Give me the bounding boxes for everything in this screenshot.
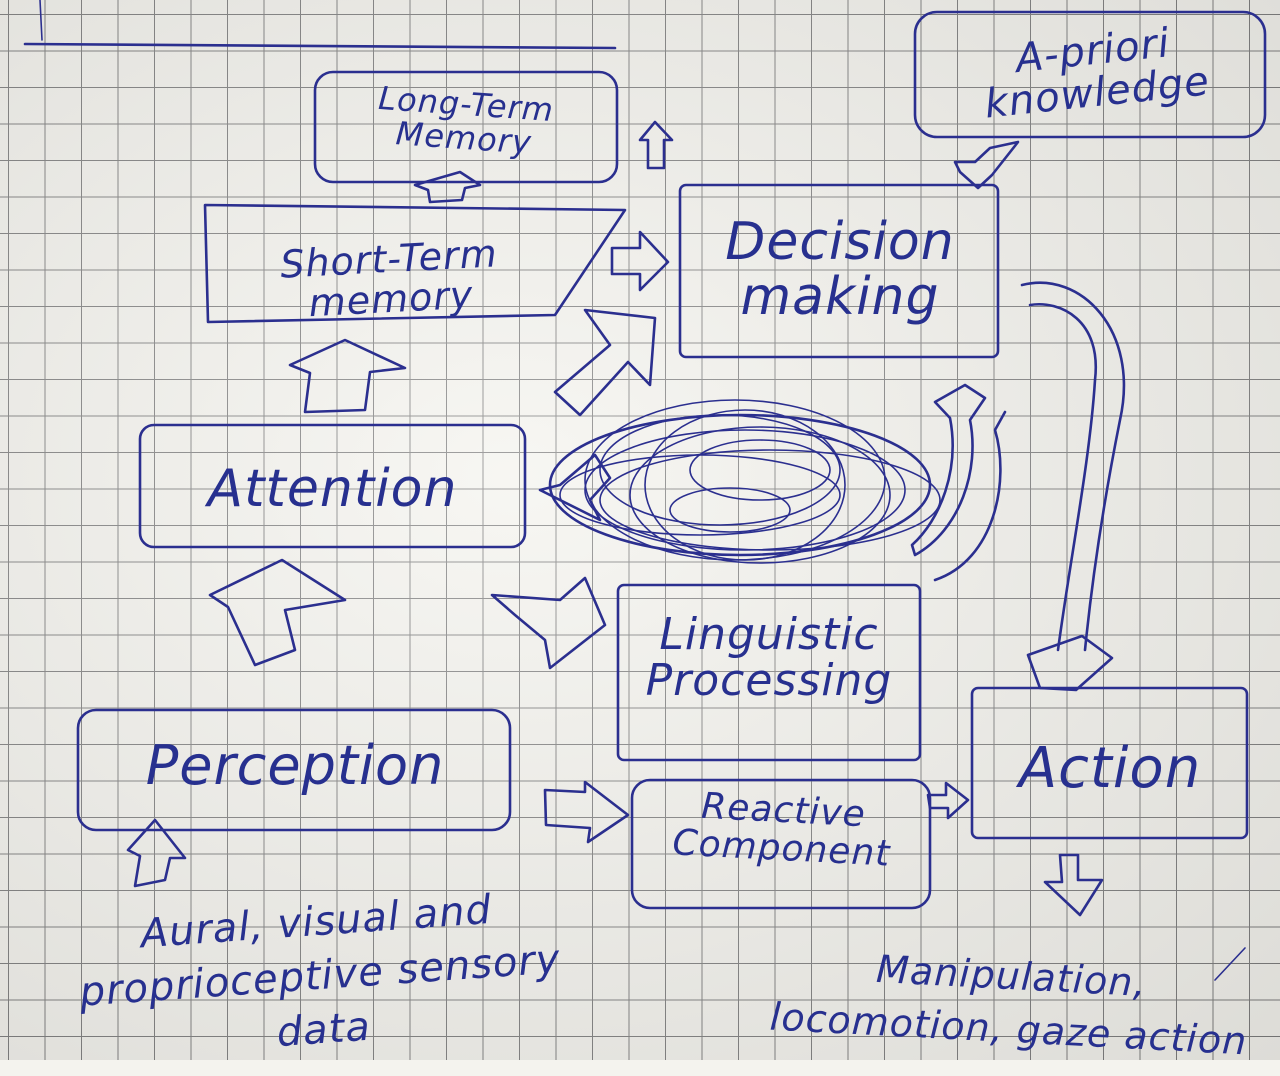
arrow-apriori-to-decision [953,140,1020,190]
top-rule-line [23,42,617,50]
action-label: Action [1018,736,1202,801]
linguistic-processing-label: Linguistic Processing [645,609,893,707]
short-term-memory-box [203,203,627,324]
arrow-attention-up-to-short-term [288,338,407,414]
arrow-to-linguistic [490,576,607,670]
long-term-memory-box [313,70,619,184]
reactive-component-label: Reactive Component [671,785,892,875]
perception-box [76,708,512,832]
arrow-perception-up-to-attention [208,558,347,667]
attention-label: Attention [207,459,458,519]
a-priori-knowledge-box [913,10,1267,139]
output-slash [1214,947,1246,981]
top-box-edge [39,0,43,41]
arrow-cloud-to-decision-curve [910,383,987,557]
decision-making-box [678,183,1000,359]
arrow-cloud-to-attention [538,453,612,522]
reactive-component-box [630,778,932,910]
decision-making-label: Decision making [725,212,955,327]
arrow-cloud-to-decision [553,308,657,417]
attention-box [138,423,527,549]
arrow-long-term-to-decision [638,120,674,170]
arrow-sensory-to-perception [126,818,187,888]
perception-label: Perception [145,734,445,797]
arrow-decision-to-action-head [1026,634,1114,692]
short-term-memory-label: Short-Term memory [279,231,499,326]
scribble-cloud [548,399,941,564]
linguistic-processing-box [616,583,922,762]
arrow-short-to-long-term [413,170,482,204]
arrow-reactive-to-action [926,781,970,820]
arrow-cloud-curve-outer [933,410,1007,582]
arrow-short-term-to-decision [610,230,670,292]
action-box [970,686,1249,840]
arrow-decision-to-action-curve [1020,281,1126,652]
arrow-perception-to-reactive [543,780,630,844]
arrow-action-to-outputs [1043,853,1104,917]
